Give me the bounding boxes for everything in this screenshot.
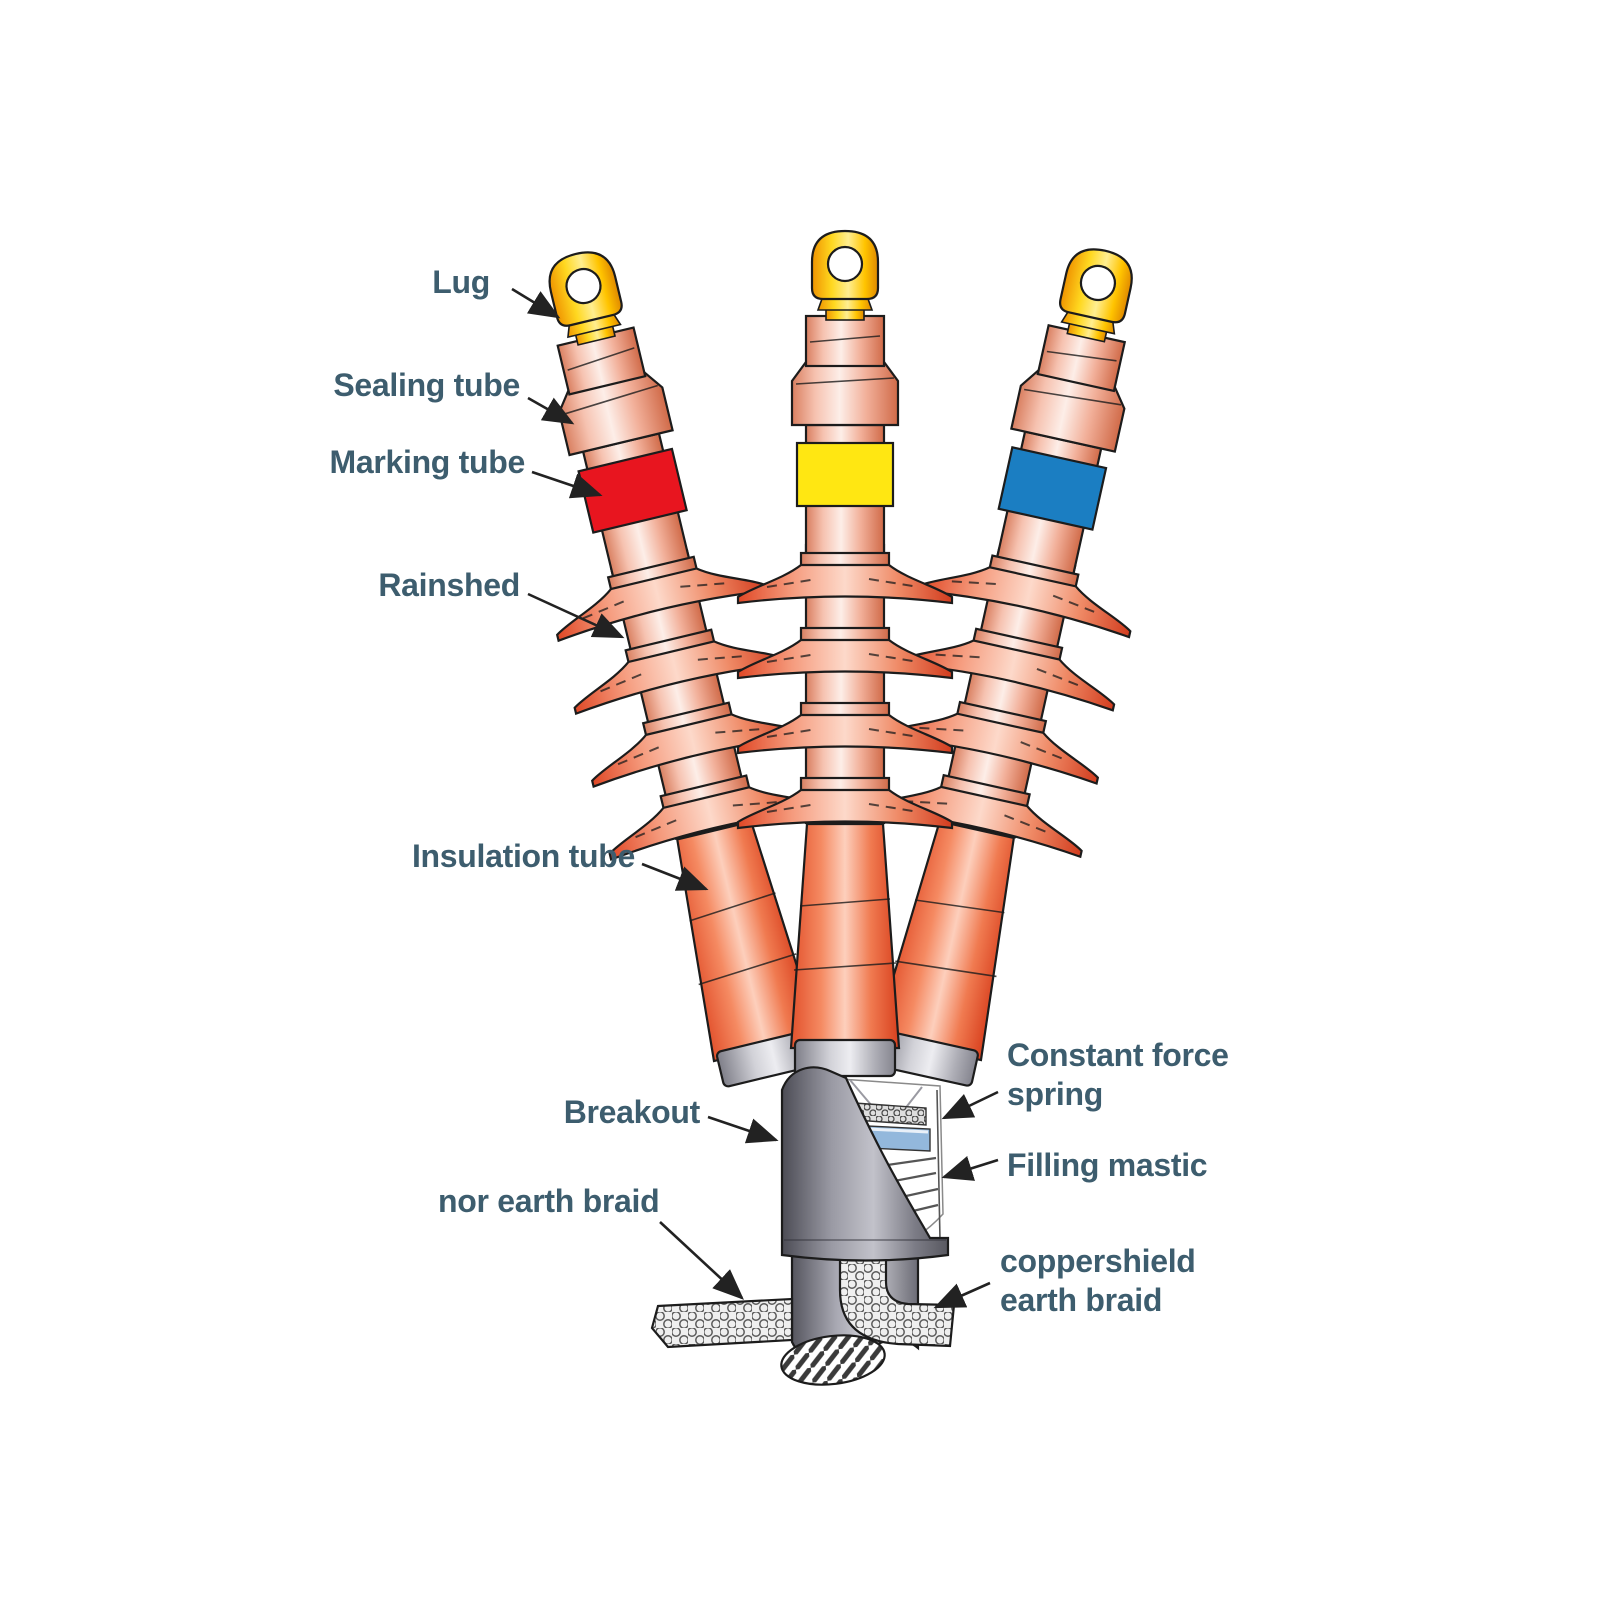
marking-tube-middle (795, 441, 895, 508)
breakout-boot (780, 1066, 950, 1262)
marking-tube-left (577, 447, 688, 534)
earth-braid-left-strap (650, 1297, 794, 1349)
label-lug: Lug (432, 264, 490, 300)
label-insulation-tube: Insulation tube (411, 838, 635, 874)
cable-core-cut (780, 1334, 886, 1386)
termination-middle (738, 231, 952, 1076)
label-sealing-tube: Sealing tube (333, 367, 520, 403)
label-marking-tube: Marking tube (329, 444, 525, 480)
label-coppershield-earth-braid: coppershield earth braid (1000, 1243, 1196, 1319)
label-rainshed: Rainshed (378, 567, 520, 603)
termination-left (472, 229, 877, 1101)
label-breakout: Breakout (563, 1094, 701, 1130)
coppershield-earth-braid-strap (838, 1252, 956, 1348)
label-earth-braid: nor earth braid (438, 1183, 660, 1219)
termination-right (818, 228, 1210, 1099)
label-constant-force-spring: Constant force spring (1007, 1037, 1229, 1113)
marking-tube-right (997, 445, 1108, 531)
label-filling-mastic: Filling mastic (1007, 1147, 1208, 1183)
leader-arrows (511, 287, 999, 1309)
